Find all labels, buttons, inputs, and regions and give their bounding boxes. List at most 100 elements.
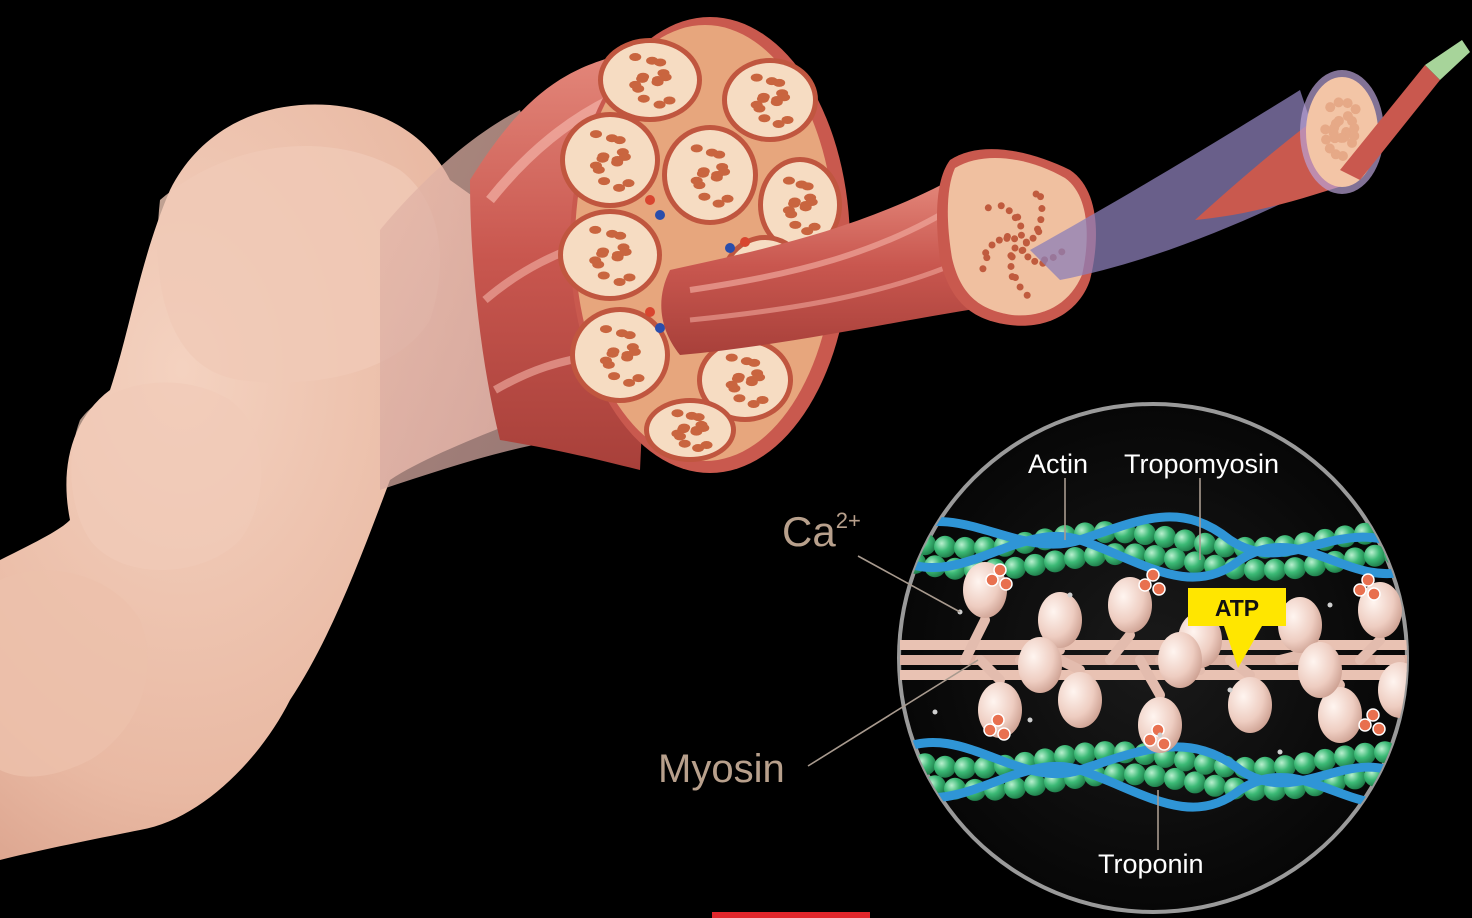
myofibril-dot bbox=[1347, 138, 1357, 148]
muscle-fiber-section bbox=[600, 357, 612, 365]
calcium-ion bbox=[1328, 603, 1333, 608]
muscle-fiber-section bbox=[607, 347, 619, 355]
troponin-bead bbox=[1158, 738, 1170, 750]
calcium-ion bbox=[1158, 733, 1163, 738]
actin-monomer bbox=[1194, 533, 1216, 555]
fascicle-interior bbox=[649, 403, 731, 457]
muscle-fiber-section bbox=[597, 247, 609, 255]
troponin-bead bbox=[1359, 719, 1371, 731]
muscle-fiber-section bbox=[698, 193, 710, 201]
muscle-fiber-section bbox=[789, 221, 801, 229]
muscle-fiber-section bbox=[597, 152, 609, 160]
muscle-fiber-section bbox=[751, 101, 763, 109]
troponin-bead bbox=[1354, 584, 1366, 596]
actin-monomer bbox=[1244, 559, 1266, 581]
muscle-fiber-section bbox=[654, 101, 666, 109]
fiber-dot bbox=[1011, 235, 1018, 242]
muscle-fiber-section bbox=[638, 95, 650, 103]
muscle-fiber-section bbox=[691, 144, 703, 152]
fiber-dot bbox=[1034, 226, 1041, 233]
fiber-dot bbox=[1006, 207, 1013, 214]
fiber-dot bbox=[1037, 216, 1044, 223]
myofibril-dot bbox=[1334, 116, 1344, 126]
fascicle-interior bbox=[727, 63, 813, 137]
actin-monomer bbox=[1024, 554, 1046, 576]
fiber-dot bbox=[1024, 292, 1031, 299]
muscle-fiber-section bbox=[624, 331, 636, 339]
muscle-fiber-section bbox=[623, 379, 635, 387]
muscle-fiber-section bbox=[608, 372, 620, 380]
troponin-bead bbox=[1139, 579, 1151, 591]
muscle-fiber-section bbox=[697, 424, 709, 432]
troponin-bead bbox=[998, 728, 1010, 740]
myofibril-dot bbox=[1343, 98, 1353, 108]
muscle-fiber-section bbox=[806, 198, 818, 206]
muscle-fiber-section bbox=[678, 424, 690, 432]
actin-monomer bbox=[1164, 548, 1186, 570]
myosin-label: Myosin bbox=[658, 747, 785, 791]
muscle-fiber-section bbox=[733, 373, 745, 381]
myosin-head bbox=[1228, 677, 1272, 733]
muscle-fiber-section bbox=[600, 325, 612, 333]
muscle-fiber-section bbox=[619, 153, 631, 161]
fascicle-interior bbox=[667, 130, 753, 220]
muscle-fiber-section bbox=[614, 278, 626, 286]
muscle-fiber-section bbox=[654, 58, 666, 66]
muscle-fiber-section bbox=[614, 136, 626, 144]
muscle-fiber-section bbox=[663, 97, 675, 105]
myosin-head bbox=[1058, 672, 1102, 728]
myosin-head bbox=[1298, 642, 1342, 698]
fiber-dot bbox=[1018, 232, 1025, 239]
fiber-dot bbox=[983, 254, 990, 261]
troponin-label: Troponin bbox=[1098, 849, 1204, 879]
fiber-dot bbox=[1009, 253, 1016, 260]
calcium-ion bbox=[1068, 593, 1073, 598]
myofibril-dot bbox=[1336, 133, 1346, 143]
muscle-fiber-section bbox=[758, 114, 770, 122]
fiber-dot bbox=[1024, 253, 1031, 260]
muscle-fiber-section bbox=[614, 232, 626, 240]
muscle-fiber-section bbox=[773, 79, 785, 87]
myofibril-dot bbox=[1351, 104, 1361, 114]
muscle-fiber-section bbox=[589, 226, 601, 234]
actin-monomer bbox=[1024, 774, 1046, 796]
actin-monomer bbox=[1164, 768, 1186, 790]
fascicle-interior bbox=[563, 214, 657, 296]
muscle-fiber-section bbox=[692, 444, 704, 452]
muscle-fiber-section bbox=[620, 248, 632, 256]
muscle-fiber-section bbox=[748, 359, 760, 367]
actin-monomer bbox=[1294, 752, 1316, 774]
troponin-bead bbox=[1153, 583, 1165, 595]
troponin-bead bbox=[1144, 734, 1156, 746]
fiber-dot bbox=[1038, 205, 1045, 212]
tropomyosin-label: Tropomyosin bbox=[1124, 449, 1279, 479]
fiber-dot bbox=[1003, 235, 1010, 242]
muscle-fiber-section bbox=[629, 81, 641, 89]
muscle-fiber-section bbox=[598, 177, 610, 185]
fiber-dot bbox=[989, 242, 996, 249]
actin-monomer bbox=[1174, 529, 1196, 551]
troponin-bead bbox=[986, 574, 998, 586]
fiber-dot bbox=[1033, 190, 1040, 197]
fiber-dot bbox=[998, 202, 1005, 209]
fiber-dot bbox=[1023, 239, 1030, 246]
actin-monomer bbox=[1044, 550, 1066, 572]
actin-monomer bbox=[1064, 547, 1086, 569]
troponin-bead bbox=[992, 714, 1004, 726]
muscle-fiber-section bbox=[718, 168, 730, 176]
muscle-fiber-section bbox=[590, 162, 602, 170]
muscle-fiber-section bbox=[623, 273, 635, 281]
muscle-fiber-section bbox=[629, 348, 641, 356]
actin-monomer bbox=[1314, 749, 1336, 771]
muscle-fiber-section bbox=[660, 73, 672, 81]
troponin-bead bbox=[1362, 574, 1374, 586]
actin-monomer bbox=[1354, 743, 1376, 765]
muscle-fiber-section bbox=[713, 200, 725, 208]
actin-monomer bbox=[954, 757, 976, 779]
muscle-fiber-section bbox=[598, 272, 610, 280]
fiber-dot bbox=[1017, 283, 1024, 290]
troponin-bead bbox=[984, 724, 996, 736]
myofibril-dot bbox=[1321, 135, 1331, 145]
muscle-fiber-section bbox=[789, 198, 801, 206]
fascicle-interior bbox=[575, 312, 665, 398]
